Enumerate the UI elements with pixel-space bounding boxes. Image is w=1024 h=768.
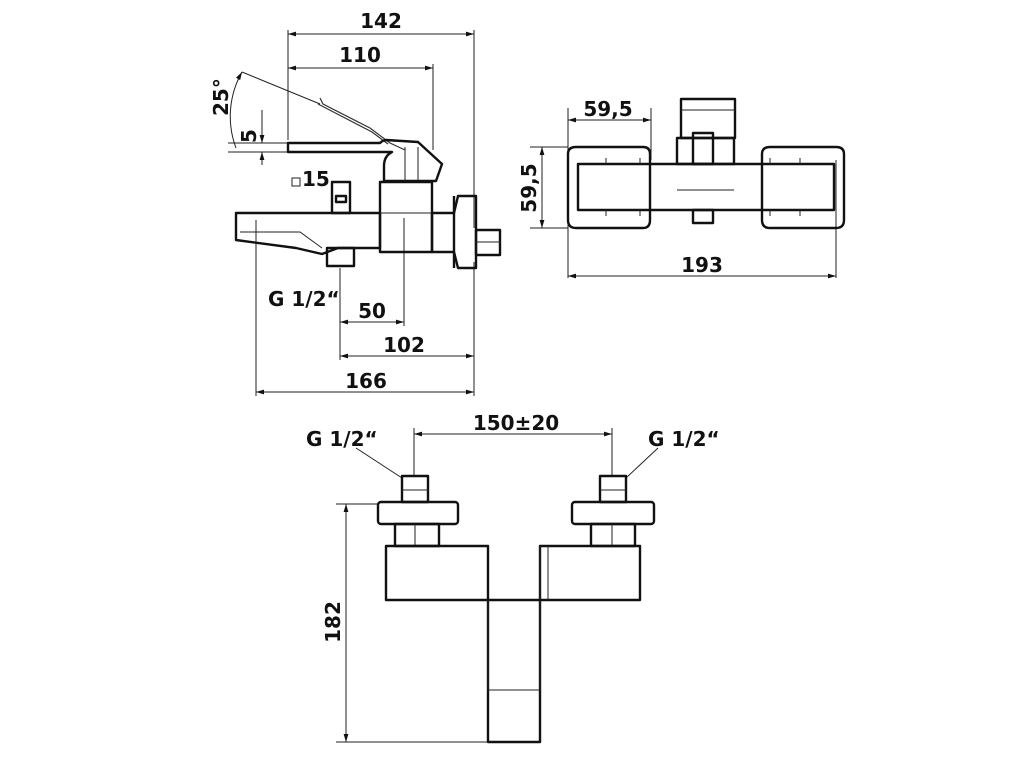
label-193: 193 — [681, 253, 723, 277]
label-15: 15 — [302, 167, 330, 191]
side-view — [228, 30, 502, 396]
front-view — [336, 428, 659, 744]
label-5: 5 — [237, 129, 261, 143]
label-59-5-side: 59,5 — [517, 163, 541, 212]
label-110: 110 — [339, 43, 381, 67]
label-59-5-top: 59,5 — [583, 97, 632, 121]
square-symbol — [291, 177, 301, 187]
label-102: 102 — [383, 333, 425, 357]
label-142: 142 — [360, 9, 402, 33]
label-50: 50 — [358, 299, 386, 323]
label-182: 182 — [321, 601, 345, 643]
top-view — [530, 97, 846, 279]
label-25-degrees: 25° — [209, 78, 233, 116]
label-166: 166 — [345, 369, 387, 393]
label-spacing: 150±20 — [473, 411, 559, 435]
label-thread-right: G 1/2“ — [648, 427, 720, 451]
label-thread-left: G 1/2“ — [306, 427, 378, 451]
label-thread-side: G 1/2“ — [268, 287, 340, 311]
